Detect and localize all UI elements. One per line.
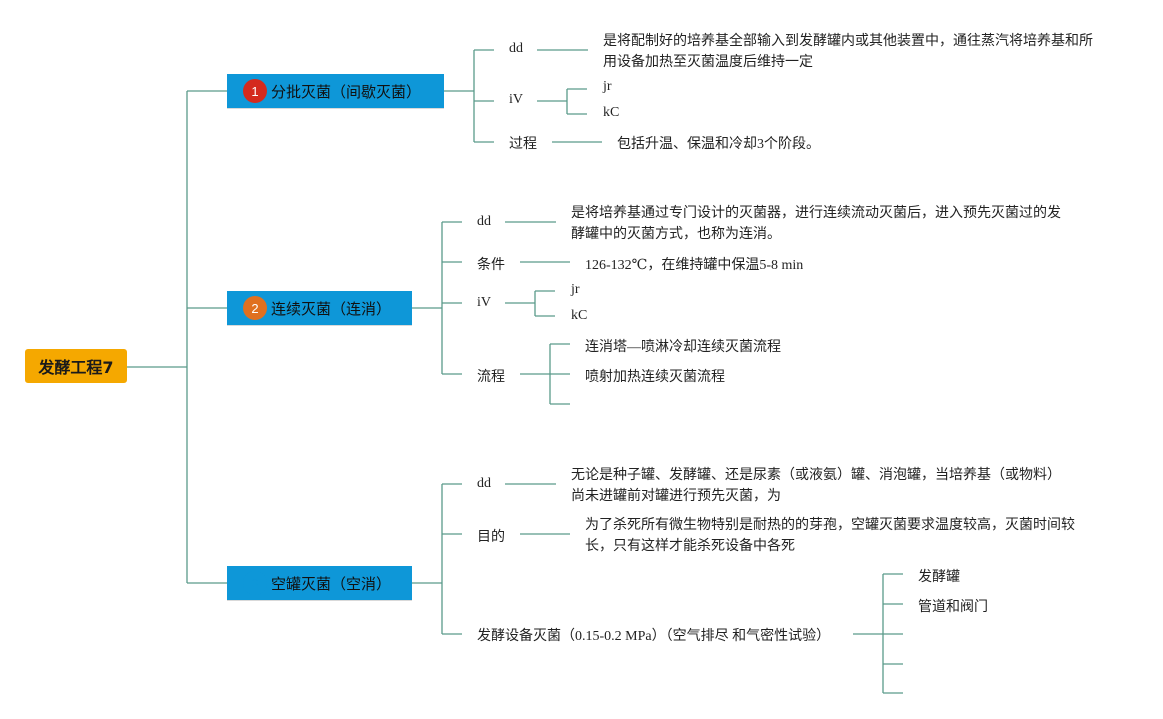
branch-label: 空罐灭菌（空消） (271, 574, 392, 593)
node-dd[interactable]: dd (477, 214, 491, 229)
node-purpose-text[interactable]: 为了杀死所有微生物特别是耐热的的芽孢，空罐灭菌要求温度较高，灭菌时间较长，只有这… (585, 518, 1075, 554)
node-jr[interactable]: jr (571, 282, 580, 297)
priority-2-icon: 2 (243, 296, 267, 320)
branch-empty-tank-sterilization[interactable]: 3 空罐灭菌（空消） (227, 566, 412, 600)
priority-3-icon: 3 (243, 571, 267, 595)
node-dd-text[interactable]: 无论是种子罐、发酵罐、还是尿素（或液氨）罐、消泡罐，当培养基（或物料）尚未进罐前… (571, 468, 1061, 504)
root-label: 发酵工程7 (38, 358, 114, 377)
node-dd-text[interactable]: 是将培养基通过专门设计的灭菌器，进行连续流动灭菌后，进入预先灭菌过的发酵罐中的灭… (571, 206, 1061, 242)
branch-label: 连续灭菌（连消） (271, 299, 392, 318)
node-jr[interactable]: jr (603, 79, 612, 94)
node-kc[interactable]: kC (603, 105, 620, 120)
node-equipment-item[interactable]: 发酵罐 (918, 570, 960, 585)
branch-batch-sterilization[interactable]: 1 分批灭菌（间歇灭菌） (227, 74, 444, 108)
node-process-text[interactable]: 包括升温、保温和冷却3个阶段。 (617, 137, 820, 152)
node-purpose[interactable]: 目的 (477, 530, 505, 545)
node-condition[interactable]: 条件 (477, 258, 505, 273)
root-node[interactable]: 发酵工程7 (25, 349, 127, 383)
node-equipment[interactable]: 发酵设备灭菌（0.15-0.2 MPa）（空气排尽 和气密性试验） (477, 629, 831, 644)
node-flow-item[interactable]: 喷射加热连续灭菌流程 (585, 370, 725, 385)
node-process[interactable]: 过程 (509, 137, 537, 152)
node-kc[interactable]: kC (571, 308, 588, 323)
node-iv[interactable]: iV (509, 92, 523, 107)
node-condition-text[interactable]: 126-132℃，在维持罐中保温5-8 min (585, 258, 804, 273)
node-equipment-item[interactable]: 管道和阀门 (918, 600, 988, 615)
branch-continuous-sterilization[interactable]: 2 连续灭菌（连消） (227, 291, 412, 325)
node-flow-item[interactable]: 连消塔—喷淋冷却连续灭菌流程 (585, 340, 781, 355)
branch-label: 分批灭菌（间歇灭菌） (271, 82, 422, 101)
priority-1-icon: 1 (243, 79, 267, 103)
node-dd[interactable]: dd (509, 41, 523, 56)
node-dd-text[interactable]: 是将配制好的培养基全部输入到发酵罐内或其他装置中，通往蒸汽将培养基和所用设备加热… (603, 34, 1093, 70)
node-dd[interactable]: dd (477, 476, 491, 491)
node-flow[interactable]: 流程 (477, 370, 505, 385)
node-iv[interactable]: iV (477, 295, 491, 310)
